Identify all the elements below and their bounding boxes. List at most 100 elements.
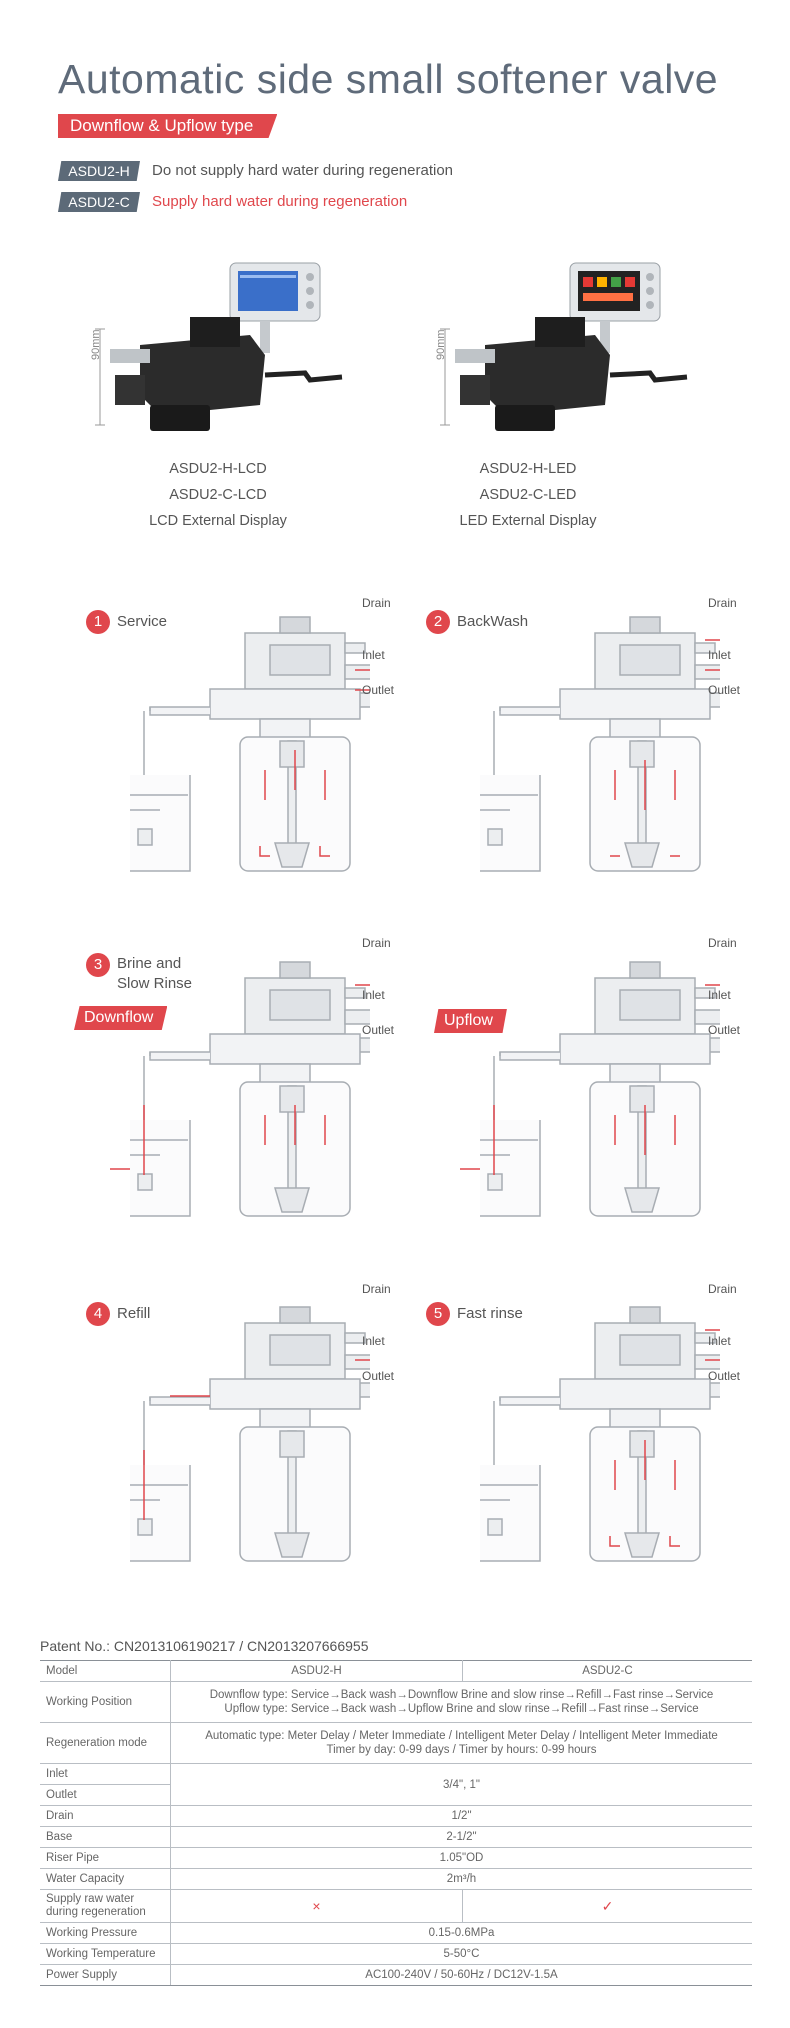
valve-lcd-image bbox=[95, 262, 343, 431]
valve-diagram bbox=[70, 915, 370, 1245]
table-row: Working Position Downflow type: Service→… bbox=[40, 1681, 752, 1723]
row-label: Working Position bbox=[40, 1681, 171, 1723]
row-label: Water Capacity bbox=[40, 1868, 171, 1890]
table-row: Power Supply AC100-240V / 50-60Hz / DC12… bbox=[40, 1964, 752, 1986]
downflow-tag: Downflow bbox=[74, 1006, 168, 1030]
type-tag: Downflow & Upflow type bbox=[58, 114, 278, 138]
drain-size: 1/2" bbox=[170, 1805, 752, 1827]
base-size: 2-1/2" bbox=[170, 1826, 752, 1848]
row-label: Drain bbox=[40, 1805, 171, 1827]
supply-h-cross-icon: × bbox=[170, 1889, 463, 1923]
row-label: Working Temperature bbox=[40, 1943, 171, 1965]
step-label-refill: Refill bbox=[117, 1305, 151, 1322]
inlet-label: Inlet bbox=[362, 988, 385, 1002]
inlet-label: Inlet bbox=[708, 988, 731, 1002]
step-label-brine: Brine and Slow Rinse bbox=[117, 955, 193, 992]
inlet-label: Inlet bbox=[708, 648, 731, 662]
code-badge-h: ASDU2-H bbox=[58, 161, 140, 181]
dimension-label: 90mm bbox=[435, 329, 447, 360]
step-number-3: 3 bbox=[86, 953, 110, 977]
step-number-4: 4 bbox=[86, 1302, 110, 1326]
outlet-label: Outlet bbox=[708, 683, 741, 697]
code-badge-c: ASDU2-C bbox=[58, 192, 140, 212]
drain-label: Drain bbox=[708, 936, 737, 950]
valve-led-image bbox=[440, 262, 688, 431]
working-temperature: 5-50°C bbox=[170, 1943, 752, 1965]
row-label: Power Supply bbox=[40, 1964, 171, 1986]
valve-diagram bbox=[420, 915, 720, 1245]
working-position: Downflow type: Service→Back wash→Downflo… bbox=[170, 1681, 752, 1723]
product-led-model-h: ASDU2-H-LED bbox=[479, 461, 577, 477]
diagram-fast-rinse bbox=[460, 1260, 720, 1590]
product-lcd: 90mm bbox=[90, 255, 350, 435]
product-led-labels: ASDU2-H-LED ASDU2-C-LED LED External Dis… bbox=[418, 456, 638, 534]
page-title: Automatic side small softener valve bbox=[58, 56, 719, 102]
water-capacity: 2m³/h bbox=[170, 1868, 752, 1890]
supply-c-check-icon: ✓ bbox=[461, 1889, 752, 1923]
model-c: ASDU2-C bbox=[461, 1660, 752, 1682]
drain-label: Drain bbox=[708, 1282, 737, 1296]
power-supply: AC100-240V / 50-60Hz / DC12V-1.5A bbox=[170, 1964, 752, 1986]
product-lcd-model-c: ASDU2-C-LCD bbox=[169, 487, 267, 503]
outlet-label: Outlet bbox=[362, 1023, 395, 1037]
table-row: Supply raw water during regeneration × ✓ bbox=[40, 1889, 752, 1923]
row-label: Regeneration mode bbox=[40, 1722, 171, 1764]
diagram-brine-upflow bbox=[460, 915, 720, 1245]
patent-number: Patent No.: CN2013106190217 / CN20132076… bbox=[40, 1638, 369, 1654]
table-row: Regeneration mode Automatic type: Meter … bbox=[40, 1722, 752, 1764]
step-number-1: 1 bbox=[86, 610, 110, 634]
spec-table: Model ASDU2-H ASDU2-C Working Position D… bbox=[40, 1660, 752, 1986]
dimension-label: 90mm bbox=[90, 329, 102, 360]
drain-label: Drain bbox=[362, 596, 391, 610]
product-led-model-c: ASDU2-C-LED bbox=[479, 487, 577, 503]
table-row: Base 2-1/2" bbox=[40, 1826, 752, 1848]
outlet-label: Outlet bbox=[362, 1369, 395, 1383]
step-label-service: Service bbox=[117, 613, 168, 630]
drain-label: Drain bbox=[362, 1282, 391, 1296]
diagram-refill bbox=[110, 1260, 370, 1590]
table-row: Water Capacity 2m³/h bbox=[40, 1868, 752, 1890]
table-row: Riser Pipe 1.05"OD bbox=[40, 1847, 752, 1869]
row-label: Inlet bbox=[40, 1763, 171, 1785]
product-led-display: LED External Display bbox=[459, 513, 597, 529]
regeneration-automatic: Automatic type: Meter Delay / Meter Imme… bbox=[205, 1730, 718, 1742]
table-row: Working Temperature 5-50°C bbox=[40, 1943, 752, 1965]
diagram-brine-downflow bbox=[110, 915, 370, 1245]
inlet-label: Inlet bbox=[362, 1334, 385, 1348]
table-row: Model ASDU2-H ASDU2-C bbox=[40, 1660, 752, 1682]
row-label: Model bbox=[40, 1660, 171, 1682]
row-label: Riser Pipe bbox=[40, 1847, 171, 1869]
drain-label: Drain bbox=[708, 596, 737, 610]
working-pressure: 0.15-0.6MPa bbox=[170, 1922, 752, 1944]
table-row: Drain 1/2" bbox=[40, 1805, 752, 1827]
code-desc-h: Do not supply hard water during regenera… bbox=[152, 162, 454, 179]
row-label: Base bbox=[40, 1826, 171, 1848]
product-lcd-display: LCD External Display bbox=[149, 513, 287, 529]
inlet-outlet-size: 3/4", 1" bbox=[170, 1763, 752, 1806]
outlet-label: Outlet bbox=[708, 1369, 741, 1383]
step-number-2: 2 bbox=[426, 610, 450, 634]
working-position-upflow: Upflow type: Service→Back wash→Upflow Br… bbox=[224, 1703, 699, 1715]
product-lcd-labels: ASDU2-H-LCD ASDU2-C-LCD LCD External Dis… bbox=[108, 456, 328, 534]
diagram-backwash bbox=[460, 570, 720, 900]
supply-label-line-1: Supply raw water bbox=[46, 1893, 135, 1905]
riser-size: 1.05"OD bbox=[170, 1847, 752, 1869]
working-position-downflow: Downflow type: Service→Back wash→Downflo… bbox=[209, 1689, 714, 1701]
row-label: Working Pressure bbox=[40, 1922, 171, 1944]
upflow-tag: Upflow bbox=[434, 1009, 507, 1033]
valve-diagram bbox=[420, 1260, 720, 1590]
drain-label: Drain bbox=[362, 936, 391, 950]
table-row: Inlet 3/4", 1" bbox=[40, 1763, 752, 1806]
outlet-label: Outlet bbox=[362, 683, 395, 697]
product-led: 90mm bbox=[435, 255, 695, 435]
regeneration-mode: Automatic type: Meter Delay / Meter Imme… bbox=[170, 1722, 752, 1764]
inlet-label: Inlet bbox=[708, 1334, 731, 1348]
row-label: Supply raw water during regeneration bbox=[40, 1889, 171, 1923]
supply-label-line-2: during regeneration bbox=[46, 1906, 146, 1918]
step-number-5: 5 bbox=[426, 1302, 450, 1326]
product-lcd-model-h: ASDU2-H-LCD bbox=[169, 461, 267, 477]
valve-diagram bbox=[420, 570, 720, 900]
model-h: ASDU2-H bbox=[170, 1660, 463, 1682]
step-label-fast-rinse: Fast rinse bbox=[457, 1305, 523, 1322]
code-desc-c: Supply hard water during regeneration bbox=[152, 193, 408, 210]
